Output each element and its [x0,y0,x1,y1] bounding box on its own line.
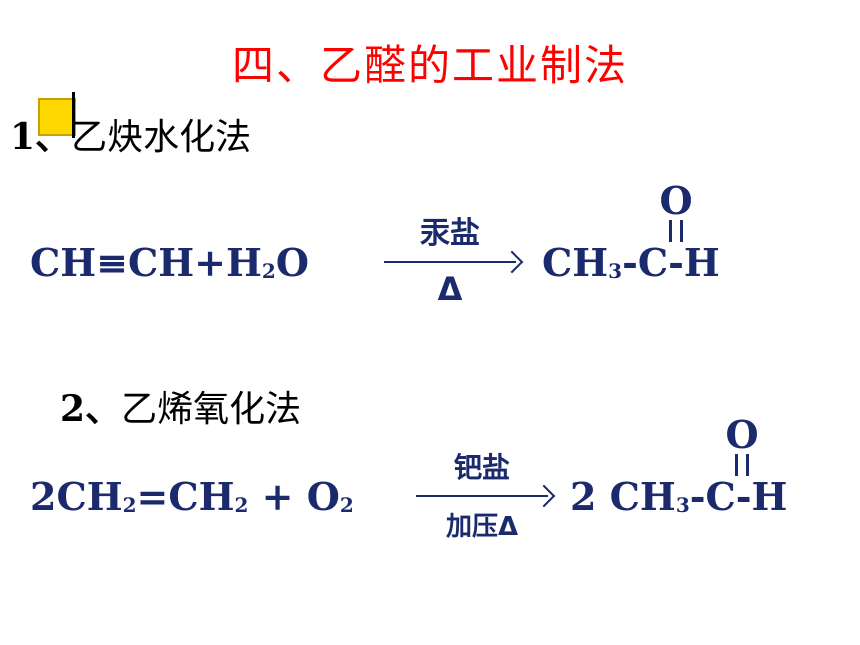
eq2-arrow-head [532,484,556,508]
equation-1-condition-bottom: Δ [437,270,463,308]
eq2-carbonyl-oxygen: O [725,412,759,457]
eq2-reactant-b: =CH [136,474,235,519]
eq2-double-bond-left [735,454,738,476]
eq2-double-bond-right [746,454,749,476]
equation-2-condition-top: 钯盐 [453,451,510,484]
eq1-product-a: CH [542,240,609,285]
eq1-product-b: -C-H [622,240,720,285]
eq2-reactant-sub1: 2 [122,493,137,517]
eq2-coef: 2 [30,474,57,519]
eq2-product-sub: 3 [675,493,690,517]
equation-2-product: 2 CH3-C-H [570,474,787,519]
slide-title: 四、乙醛的工业制法 [231,41,628,90]
eq2-arrow-line [416,495,548,497]
eq1-arrow-line [384,261,516,263]
bullet-square [38,98,76,136]
eq2-product-b: -C-H [689,474,788,519]
eq1-reactant-a: CH≡CH+H [30,240,262,285]
eq2-product-coef: 2 [570,474,610,519]
section-1-label: 乙炔水化法 [71,117,252,158]
bullet-square-icon [38,92,78,140]
equation-2-carbonyl: O [722,416,762,480]
eq1-product-sub: 3 [608,259,623,283]
equation-2-reactants: 2CH2=CH2 + O2 [30,474,354,519]
equation-1-product: CH3-C-H [542,240,720,285]
eq2-product-a: CH [609,474,676,519]
equation-2-arrow-icon [416,484,556,508]
text-cursor-bar [72,92,75,138]
eq1-double-bond-right [680,220,683,242]
eq2-reactant-sub3: 2 [339,493,354,517]
section-2-number: 2、 [60,388,122,430]
equation-1-arrow-icon [384,250,524,274]
section-2-label: 乙烯氧化法 [121,389,302,430]
eq2-reactant-sub2: 2 [234,493,249,517]
equation-1-reactants: CH≡CH+H2O [30,240,309,285]
section-2-heading: 2、乙烯氧化法 [60,380,301,432]
eq1-reactant-b: O [275,240,309,285]
eq1-double-bond-left [669,220,672,242]
equation-1-carbonyl: O [656,182,696,246]
eq1-reactant-sub: 2 [261,259,276,283]
section-1-number: 1、 [10,116,72,158]
eq2-reactant-a: CH [56,474,123,519]
equation-2-condition-bottom: 加压Δ [445,512,519,542]
equation-1-condition-top: 汞盐 [420,216,480,251]
eq1-carbonyl-oxygen: O [659,178,693,223]
section-1-heading: 1、乙炔水化法 [10,108,251,160]
eq2-reactant-c: + O [248,474,340,519]
